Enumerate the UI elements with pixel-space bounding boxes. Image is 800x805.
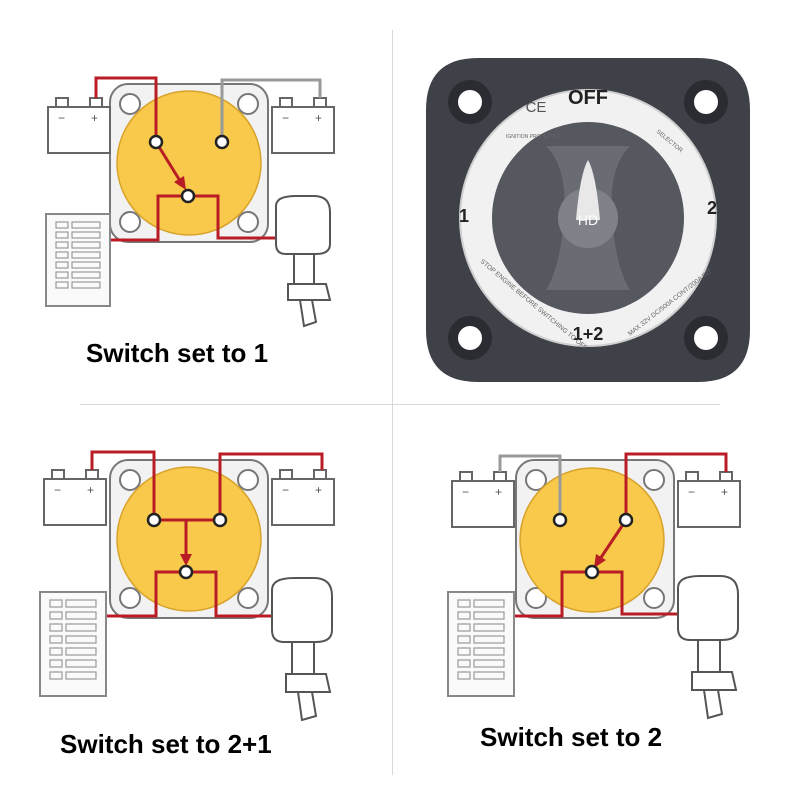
breaker-panel-icon <box>39 591 107 697</box>
terminal-1 <box>148 134 164 150</box>
battery-2-icon: − + <box>271 97 335 154</box>
mount-hole-top-right <box>694 90 718 114</box>
battery-1-icon: − + <box>451 471 515 528</box>
selector-arrowhead <box>174 176 186 190</box>
battery-switch-photo: OFF 1 2 1+2 HD CE IGNITION PROTECTED SEL… <box>418 50 758 390</box>
svg-text:−: − <box>54 483 61 497</box>
breaker-panel-icon <box>447 591 515 697</box>
terminal-common <box>584 564 600 580</box>
wire-battery-1 <box>90 450 156 520</box>
battery-1-icon: − + <box>43 469 107 526</box>
wire-to-engine <box>186 570 290 618</box>
caption-switch-set-to-2: Switch set to 2 <box>480 722 663 752</box>
label-position-1: 1 <box>459 206 469 226</box>
terminal-common <box>180 188 196 204</box>
switch-illustration: OFF 1 2 1+2 HD CE IGNITION PROTECTED SEL… <box>426 58 750 382</box>
svg-text:+: + <box>721 485 728 499</box>
terminal-1 <box>552 512 568 528</box>
diagram-switch-set-to-2: − + − + <box>400 404 800 800</box>
svg-text:+: + <box>87 483 94 497</box>
selector-knob <box>116 466 262 612</box>
wire-to-panel <box>106 570 186 618</box>
terminal-common <box>178 564 194 580</box>
diagram-switch-set-to-2-plus-1: − + − + <box>0 404 392 800</box>
svg-text:+: + <box>315 111 322 125</box>
wiring-diagram-1: − + − + <box>45 76 335 328</box>
wire-to-engine <box>592 570 694 616</box>
wiring-diagram-2: − + − + <box>447 452 741 720</box>
outboard-engine-icon <box>275 195 332 328</box>
wiring-diagram-2-plus-1: − + − + <box>39 450 335 722</box>
outboard-engine-icon <box>677 575 739 720</box>
wire-battery-1 <box>94 76 158 142</box>
terminal-1 <box>146 512 162 528</box>
terminal-2 <box>212 512 228 528</box>
selector-arrowhead <box>180 554 192 566</box>
mount-hole-bottom-right <box>694 326 718 350</box>
label-ignition: IGNITION PROTECTED <box>506 134 561 140</box>
battery-2-icon: − + <box>271 469 335 526</box>
svg-text:+: + <box>91 111 98 125</box>
wire-to-panel <box>514 570 592 618</box>
pointer-icon <box>576 160 600 220</box>
svg-text:−: − <box>282 111 289 125</box>
outboard-engine-icon <box>271 577 333 722</box>
wire-to-panel <box>110 194 188 242</box>
svg-text:+: + <box>495 485 502 499</box>
battery-1-icon: − + <box>47 97 111 154</box>
wire-battery-2 <box>220 78 322 142</box>
terminal-2 <box>618 512 634 528</box>
mount-hole-top-left <box>458 90 482 114</box>
horizontal-divider <box>80 404 720 405</box>
svg-text:−: − <box>462 485 469 499</box>
label-off: OFF <box>568 87 608 109</box>
wire-battery-1 <box>498 454 562 520</box>
breaker-panel-icon <box>45 213 111 307</box>
wire-to-engine <box>188 194 290 240</box>
caption-switch-set-to-2-plus-1: Switch set to 2+1 <box>60 729 272 759</box>
ce-mark-icon: CE <box>526 99 547 116</box>
selector-knob <box>116 90 262 236</box>
label-position-2: 2 <box>707 198 717 218</box>
terminal-2 <box>214 134 230 150</box>
svg-text:+: + <box>315 483 322 497</box>
diagram-switch-set-to-1: − + − + <box>0 0 392 404</box>
svg-text:−: − <box>688 485 695 499</box>
caption-switch-set-to-1: Switch set to 1 <box>86 338 269 368</box>
svg-text:−: − <box>58 111 65 125</box>
label-hd: HD <box>578 212 598 228</box>
label-position-both: 1+2 <box>573 324 604 344</box>
vertical-divider <box>392 30 393 775</box>
selector-arrow <box>596 519 628 563</box>
wire-battery-2 <box>218 452 324 520</box>
selector-arrowhead <box>594 554 606 568</box>
svg-text:−: − <box>282 483 289 497</box>
mount-hole-bottom-left <box>458 326 482 350</box>
wire-battery-2 <box>624 452 728 520</box>
battery-2-icon: − + <box>677 471 741 528</box>
selector-arrow <box>154 141 184 185</box>
selector-knob <box>519 467 665 613</box>
